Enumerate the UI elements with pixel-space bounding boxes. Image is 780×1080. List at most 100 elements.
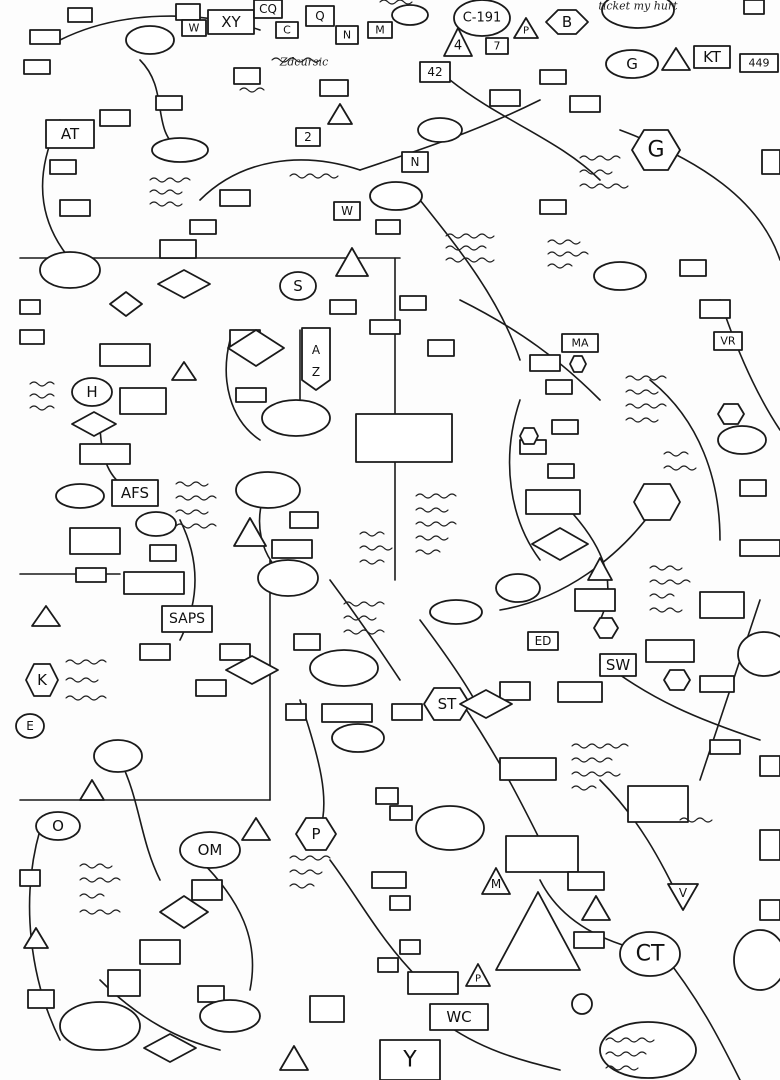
node-c-top: C (283, 24, 291, 37)
diamond-left-of-az (227, 329, 285, 367)
node-xy: XY (221, 13, 241, 31)
node-z: Z (312, 365, 320, 379)
node-e: E (26, 719, 34, 733)
ed-node-box (527, 631, 559, 651)
node-four: 4 (454, 39, 462, 54)
note-ticket: ticket my hurt (598, 0, 678, 13)
node-p-tri: P (475, 974, 481, 985)
node-m-top: M (375, 24, 385, 37)
saps-node-box (161, 605, 213, 633)
note-summary: Zdcursic (279, 56, 329, 69)
node-st: ST (438, 695, 458, 713)
labeled-nodes: XY CQ C Q N M W C-191 4 7 P B ticket my … (15, 0, 779, 1080)
st-node-shape (423, 687, 471, 721)
449-node-box (739, 53, 779, 73)
p-tri-node-shape (465, 963, 491, 987)
om-node-shape (179, 831, 241, 869)
triangle-near-two (327, 103, 353, 125)
xy-node-box (207, 9, 255, 35)
node-o: O (52, 817, 64, 835)
q-node-box (305, 5, 335, 27)
m-tri-node-shape (481, 867, 511, 895)
node-p-top: P (523, 26, 529, 37)
diamond-near-st (459, 689, 513, 719)
w-top-node-box (181, 19, 207, 37)
handwriting-scribbles (29, 0, 713, 1071)
node-p-hex: P (311, 825, 320, 843)
triangle-center-left (233, 517, 267, 547)
c191-node-shape (453, 0, 511, 37)
seven-node-box (485, 37, 509, 55)
node-v-tri: V (679, 886, 688, 900)
triangle-center-right (587, 557, 613, 581)
triangle-far-left (31, 605, 61, 627)
triangle-near-ct (581, 895, 611, 921)
four-node-shape (443, 27, 473, 57)
o-node-shape (35, 811, 81, 841)
ct-node-shape (619, 931, 681, 977)
node-vr: VR (720, 335, 736, 348)
sw-node-box (599, 653, 637, 677)
afs-node-box (111, 479, 159, 507)
kt-node-box (693, 45, 731, 69)
node-sw: SW (606, 656, 631, 674)
node-kt: KT (703, 48, 722, 66)
node-om: OM (198, 841, 223, 859)
y-node-box (379, 1039, 441, 1080)
node-c191: C-191 (463, 11, 502, 26)
hex-right-mid (633, 483, 681, 521)
w-mid-node-box (333, 201, 361, 221)
ma-node-box (561, 333, 599, 353)
h-node-shape (71, 377, 113, 407)
wc-node-box (429, 1003, 489, 1031)
triangle-near-om (241, 817, 271, 841)
node-449: 449 (749, 57, 770, 70)
node-a: A (312, 343, 321, 357)
node-n-mid: N (411, 155, 420, 169)
node-y: Y (402, 1048, 417, 1073)
small-circle-bottom (571, 993, 593, 1015)
s-node-shape (279, 271, 317, 301)
diamond-bottom-left (159, 895, 209, 929)
node-n-top: N (343, 29, 351, 42)
diamond-left-top (157, 269, 211, 299)
node-forty-two: 42 (427, 65, 442, 79)
node-w-mid: W (341, 204, 353, 218)
node-b-top: B (562, 13, 572, 31)
c-node-box (275, 21, 299, 39)
node-q: Q (315, 9, 324, 23)
node-afs: AFS (121, 484, 149, 502)
at-node-box (45, 119, 95, 149)
g-top-node-shape (605, 49, 659, 79)
node-k: K (37, 671, 48, 689)
node-at: AT (61, 125, 80, 143)
decor-shapes (19, 0, 780, 1079)
diamond-bottom (143, 1033, 197, 1063)
node-g-top: G (626, 55, 638, 73)
node-ct: CT (636, 942, 665, 967)
p-hex-node-shape (295, 817, 337, 851)
node-wc: WC (446, 1008, 471, 1026)
node-ma: MA (571, 337, 588, 350)
node-g-hex: G (647, 138, 664, 163)
node-seven: 7 (494, 40, 501, 53)
diamond-center-right (531, 527, 589, 561)
p-top-node-shape (513, 17, 539, 39)
m-top-node-box (367, 21, 393, 39)
node-saps: SAPS (169, 611, 205, 627)
small-hex-right (717, 403, 745, 425)
small-hex-1 (569, 355, 587, 373)
small-hex-center (593, 617, 619, 639)
node-two: 2 (304, 130, 312, 144)
triangle-near-kt (661, 47, 691, 71)
node-m-tri: M (491, 877, 501, 891)
two-node-box (295, 127, 321, 147)
big-triangle-center (495, 891, 581, 971)
e-node-shape (15, 713, 45, 739)
node-ed: ED (535, 634, 552, 648)
v-tri-node-shape (667, 883, 699, 911)
node-h: H (86, 383, 97, 401)
az-node-shape (301, 327, 331, 391)
n-top-node-box (335, 25, 359, 45)
